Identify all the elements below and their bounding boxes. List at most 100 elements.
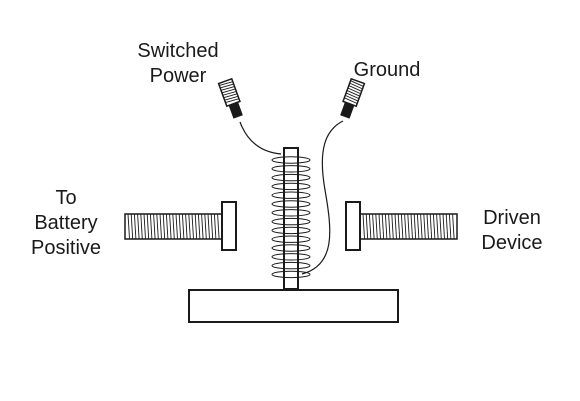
thread-line <box>436 213 439 240</box>
thread-line <box>149 213 153 240</box>
thread-line <box>197 213 201 240</box>
thread-line <box>191 213 194 240</box>
thread-line <box>378 213 381 240</box>
coil-loop <box>271 209 311 217</box>
power-label-line2: Power <box>150 65 207 87</box>
thread-line <box>410 213 413 240</box>
thread-line <box>133 213 137 240</box>
thread-line <box>159 213 162 240</box>
screw-thread-line <box>349 82 363 90</box>
right-contact-plate <box>345 201 361 251</box>
screw-thread-line <box>350 80 364 87</box>
thread-line <box>143 213 146 240</box>
thread-line <box>391 213 394 240</box>
thread-line <box>153 213 156 240</box>
screw-thread-line <box>221 88 236 94</box>
thread-line <box>372 213 375 240</box>
thread-line <box>452 213 455 240</box>
battery-label-line1: To <box>55 187 76 209</box>
thread-line <box>429 213 433 240</box>
switched-power-terminal <box>217 77 243 119</box>
screw-thread-line <box>222 90 237 96</box>
screw-thread-line <box>220 83 234 89</box>
thread-line <box>172 213 175 240</box>
thread-line <box>394 213 397 240</box>
coil-loop <box>271 235 311 243</box>
screw-thread-line <box>220 86 235 91</box>
thread-line <box>137 213 140 240</box>
thread-line <box>423 213 426 240</box>
coil-loop <box>271 191 311 199</box>
screw-thread-line <box>223 93 238 99</box>
thread-line <box>140 213 143 240</box>
thread-line <box>162 213 166 240</box>
plunger-core <box>283 147 299 290</box>
thread-line <box>175 213 178 240</box>
thread-line <box>362 213 365 240</box>
thread-line <box>181 213 185 240</box>
thread-line <box>445 213 449 240</box>
screw-thread-line <box>225 98 240 104</box>
thread-line <box>213 213 217 240</box>
screw-thread-line <box>348 85 362 92</box>
coil-loop <box>271 244 311 252</box>
thread-line <box>156 213 159 240</box>
thread-line <box>407 213 410 240</box>
thread-line <box>130 213 134 240</box>
battery-label-line3: Positive <box>31 237 101 259</box>
thread-line <box>448 213 452 240</box>
thread-line <box>365 213 369 240</box>
thread-line <box>384 213 388 240</box>
screw-thread-line <box>345 92 360 100</box>
left-contact-plate <box>221 201 237 251</box>
thread-line <box>368 213 372 240</box>
screw-thread-line <box>346 90 361 97</box>
coil-loop <box>271 173 311 182</box>
screw-thread-line <box>345 94 359 102</box>
thread-line <box>397 213 401 240</box>
thread-line <box>404 213 407 240</box>
driven-label-line2: Device <box>481 232 542 254</box>
thread-line <box>194 213 198 240</box>
thread-line <box>413 213 417 240</box>
thread-line <box>204 213 207 240</box>
ground-label: Ground <box>354 59 421 81</box>
coil-loop <box>271 261 311 270</box>
coil-loop <box>271 156 311 164</box>
thread-line <box>188 213 191 240</box>
thread-line <box>169 213 172 240</box>
thread-line <box>185 213 188 240</box>
thread-line <box>416 213 420 240</box>
screw-thread-line <box>219 81 233 86</box>
thread-line <box>210 213 214 240</box>
screw-thread-line <box>224 95 239 101</box>
base-plate <box>188 289 399 323</box>
coil-winding <box>271 156 311 279</box>
thread-line <box>442 213 445 240</box>
thread-line <box>388 213 391 240</box>
thread-line <box>201 213 204 240</box>
thread-line <box>432 213 436 240</box>
thread-line <box>375 213 378 240</box>
battery-label-line2: Battery <box>34 212 97 234</box>
thread-line <box>217 213 220 240</box>
thread-line <box>381 213 385 240</box>
thread-line <box>207 213 210 240</box>
thread-line <box>178 213 182 240</box>
coil-loop <box>271 253 311 261</box>
thread-line <box>426 213 429 240</box>
driven-label-line1: Driven <box>483 207 541 229</box>
thread-line <box>146 213 150 240</box>
driven-device-terminal-stud <box>359 213 458 240</box>
switched-power-lead-wire <box>239 121 282 155</box>
screw-thread-line <box>347 87 361 95</box>
coil-loop <box>271 217 311 226</box>
coil-loop <box>271 200 311 208</box>
coil-loop <box>271 226 311 235</box>
thread-line <box>165 213 169 240</box>
ground-lead-wire <box>301 120 344 275</box>
thread-line <box>127 213 130 240</box>
switched-label-line1: Switched <box>137 40 218 62</box>
coil-loop <box>271 270 311 279</box>
